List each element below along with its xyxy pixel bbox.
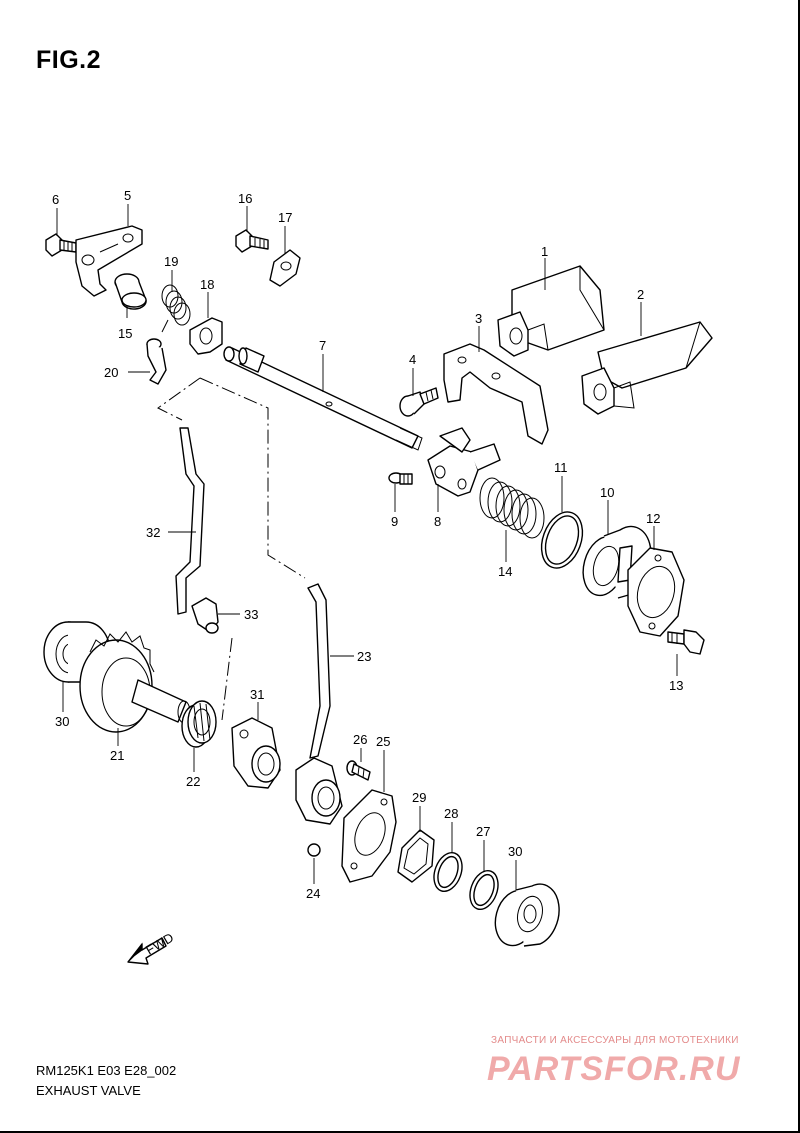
callout-3: 3 xyxy=(475,311,482,326)
part-29-seal xyxy=(397,829,435,883)
callout-1: 1 xyxy=(541,244,548,259)
fwd-label: FWD xyxy=(143,930,176,958)
part-20-lever xyxy=(146,338,167,385)
callout-33: 33 xyxy=(244,607,258,622)
part-17-washer xyxy=(269,249,301,287)
callout-9: 9 xyxy=(391,514,398,529)
part-6-bolt xyxy=(45,233,77,257)
part-5-bracket xyxy=(75,225,143,297)
callout-20: 20 xyxy=(104,365,118,380)
part-2-valve xyxy=(581,321,713,415)
callout-14: 14 xyxy=(498,564,512,579)
part-8-lever-block xyxy=(427,427,501,497)
part-30-bearing-right xyxy=(494,883,560,947)
callout-8: 8 xyxy=(434,514,441,529)
part-16-bolt xyxy=(235,229,269,253)
part-14-coil-spring xyxy=(479,477,545,539)
callout-17: 17 xyxy=(278,210,292,225)
part-12-gasket xyxy=(627,547,685,637)
callout-24: 24 xyxy=(306,886,320,901)
part-22-needle-bearing xyxy=(181,700,217,748)
model-code: RM125K1 E03 E28_002 xyxy=(36,1063,177,1078)
part-11-o-ring xyxy=(540,511,584,569)
callout-7: 7 xyxy=(319,338,326,353)
part-32-rod xyxy=(175,427,205,615)
fwd-arrow-icon xyxy=(127,937,167,965)
part-23-rod xyxy=(307,583,331,759)
callout-26: 26 xyxy=(353,732,367,747)
callout-11: 11 xyxy=(554,460,568,475)
callout-21: 21 xyxy=(110,748,124,763)
callout-29: 29 xyxy=(412,790,426,805)
callout-2: 2 xyxy=(637,287,644,302)
part-19-spring xyxy=(161,284,191,333)
callout-12: 12 xyxy=(646,511,660,526)
phantom-line-center xyxy=(199,377,306,579)
leader-lines xyxy=(56,204,678,890)
callout-23: 23 xyxy=(357,649,371,664)
part-23-lever xyxy=(295,757,343,825)
figure-title: FIG.2 xyxy=(36,46,102,74)
part-21-gear-shaft xyxy=(79,631,191,733)
part-1-valve xyxy=(497,265,605,357)
part-25-gasket xyxy=(341,789,397,883)
callout-16: 16 xyxy=(238,191,252,206)
part-13-bolt xyxy=(667,629,705,655)
part-18-plate xyxy=(189,317,223,355)
callout-18: 18 xyxy=(200,277,214,292)
part-33-clip xyxy=(191,597,219,634)
part-28-o-ring xyxy=(433,851,463,893)
callout-22: 22 xyxy=(186,774,200,789)
part-26-screw xyxy=(346,760,371,781)
callout-13: 13 xyxy=(669,678,683,693)
part-24-ball xyxy=(307,843,321,857)
callout-31: 31 xyxy=(250,687,264,702)
part-15-bushing xyxy=(114,273,147,310)
part-27-circlip xyxy=(469,869,499,911)
callout-30-right: 30 xyxy=(508,844,522,859)
part-7-shaft xyxy=(223,346,423,451)
callout-6: 6 xyxy=(52,192,59,207)
callout-19: 19 xyxy=(164,254,178,269)
phantom-line-left xyxy=(157,377,201,421)
callout-4: 4 xyxy=(409,352,416,367)
callout-32: 32 xyxy=(146,525,160,540)
callout-10: 10 xyxy=(600,485,614,500)
callout-27: 27 xyxy=(476,824,490,839)
phantom-line-lower xyxy=(221,637,233,721)
section-name: EXHAUST VALVE xyxy=(36,1083,141,1098)
callout-25: 25 xyxy=(376,734,390,749)
callout-30-left: 30 xyxy=(55,714,69,729)
callout-5: 5 xyxy=(124,188,131,203)
part-3-bracket xyxy=(443,343,549,445)
watermark-logo: PARTSFOR.RU xyxy=(487,1050,741,1088)
part-4-screw xyxy=(399,387,439,417)
callout-28: 28 xyxy=(444,806,458,821)
watermark-subtitle: ЗАПЧАСТИ И АКСЕССУАРЫ ДЛЯ МОТОТЕХНИКИ xyxy=(491,1035,739,1046)
part-9-screw xyxy=(388,472,413,485)
callout-15: 15 xyxy=(118,326,132,341)
part-31-holder xyxy=(231,717,281,789)
